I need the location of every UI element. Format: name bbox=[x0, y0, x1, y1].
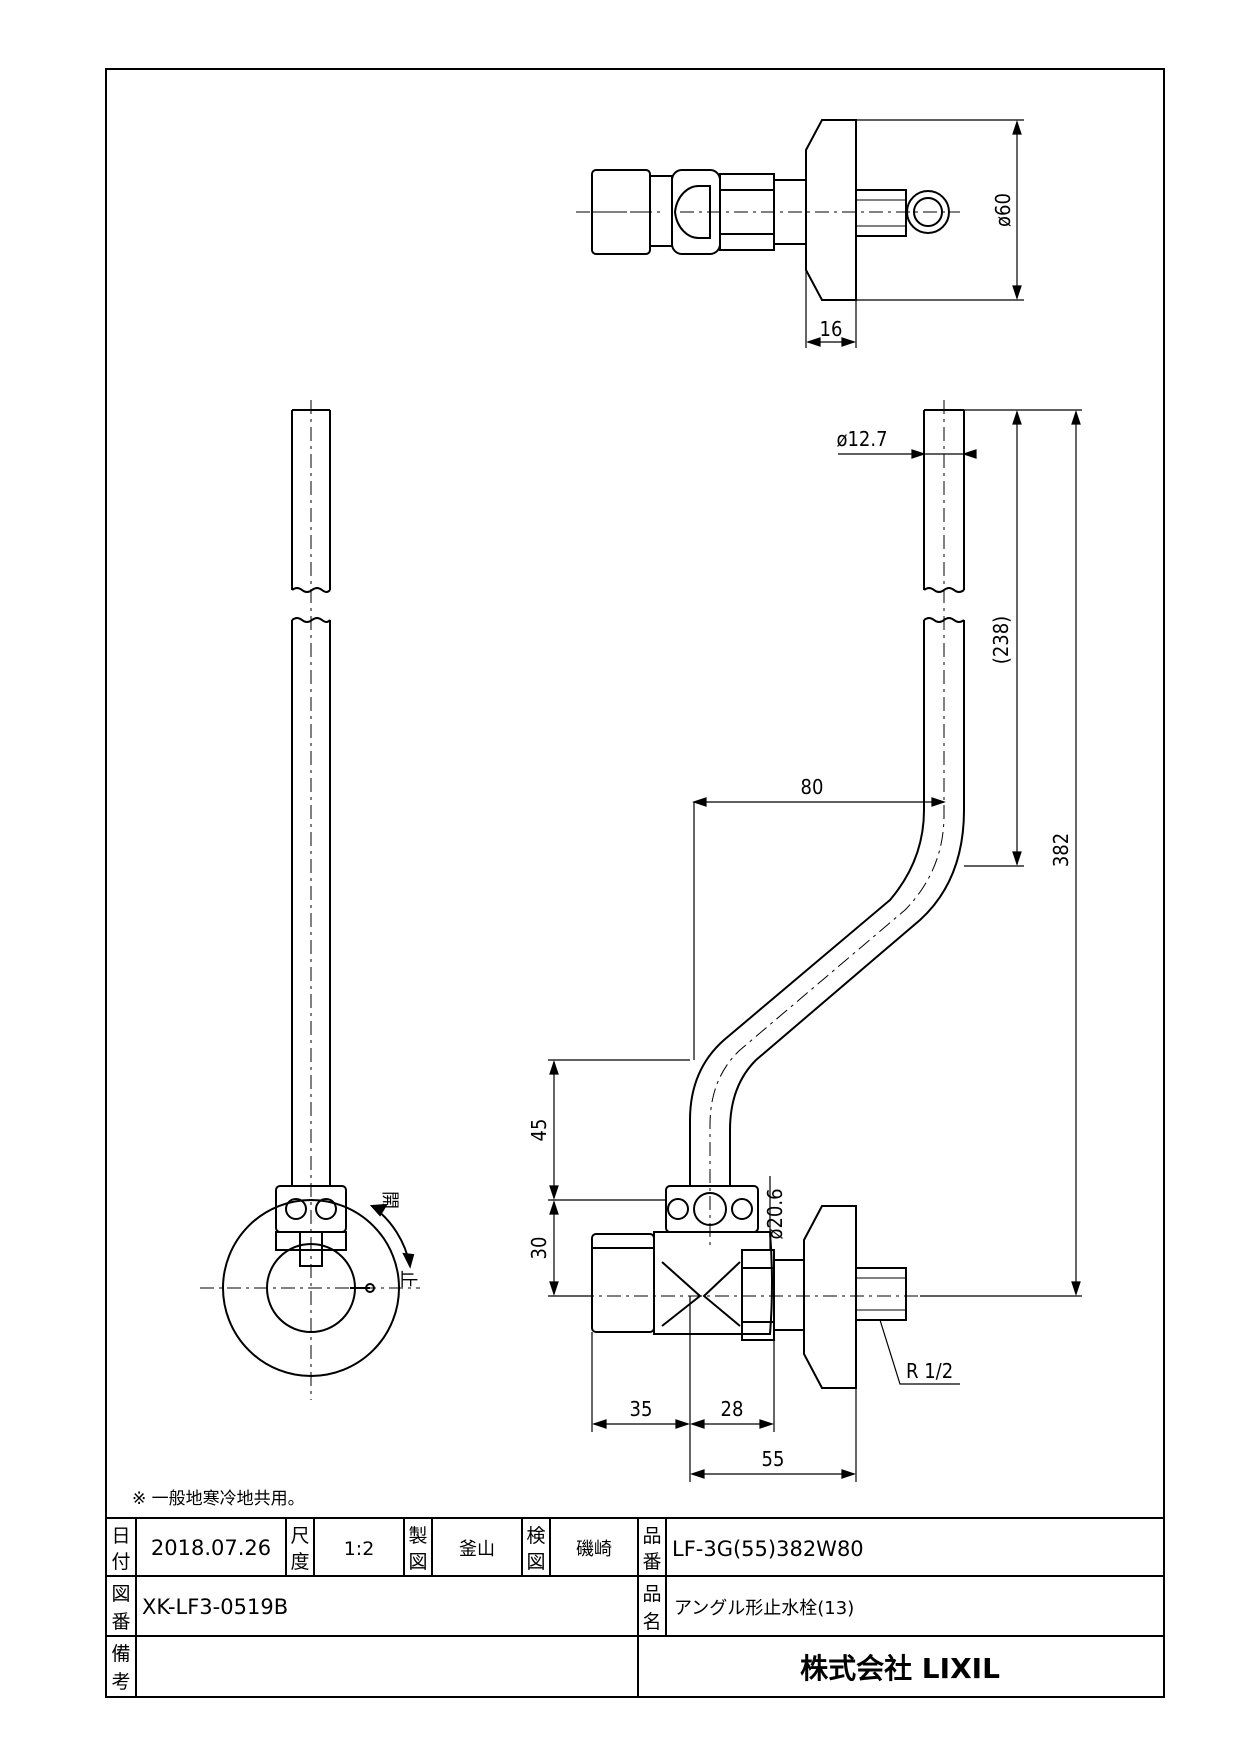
label-close: 止 bbox=[397, 1270, 418, 1288]
checked-by: 磯崎 bbox=[576, 1539, 612, 1560]
drawn-by: 釜山 bbox=[459, 1539, 495, 1560]
date-label-1: 日 bbox=[111, 1525, 130, 1547]
remarks-label-1: 備 bbox=[111, 1643, 130, 1665]
dim-center-to-wall: 55 bbox=[762, 1447, 785, 1471]
product-name-label-2: 名 bbox=[642, 1611, 661, 1633]
scale-value: 1:2 bbox=[344, 1538, 375, 1560]
dim-pipe-dia: ø12.7 bbox=[836, 427, 887, 451]
dim-nut-dia: ø20.6 bbox=[763, 1188, 787, 1239]
dim-thread: R 1/2 bbox=[906, 1359, 953, 1383]
drawn-label-2: 図 bbox=[408, 1551, 427, 1573]
checked-label-1: 検 bbox=[526, 1525, 545, 1547]
top-view bbox=[576, 119, 960, 301]
label-open: 開 bbox=[379, 1191, 400, 1209]
product-name-label-1: 品 bbox=[642, 1583, 661, 1605]
dim-body-length: 35 bbox=[630, 1397, 653, 1421]
product-name: アングル形止水栓(13) bbox=[674, 1598, 854, 1619]
date-value: 2018.07.26 bbox=[151, 1536, 271, 1560]
dim-rise: 45 bbox=[527, 1119, 551, 1142]
checked-label-2: 図 bbox=[526, 1551, 545, 1573]
drawing-no-label-1: 図 bbox=[111, 1583, 130, 1605]
scale-label-1: 尺 bbox=[290, 1525, 309, 1547]
dim-overall-height: 382 bbox=[1049, 833, 1073, 867]
drawing-no: XK-LF3-0519B bbox=[142, 1595, 288, 1619]
title-block-grid bbox=[106, 1517, 1164, 1697]
dim-offset-width: 80 bbox=[801, 775, 824, 799]
drawing-border bbox=[105, 68, 1165, 1698]
company-logo: 株式会社 LIXIL bbox=[800, 1652, 1000, 1685]
drawn-label-1: 製 bbox=[408, 1525, 427, 1547]
dim-pipe-upper: (238) bbox=[989, 616, 1013, 664]
dim-body-to-nut: 28 bbox=[721, 1397, 744, 1421]
dim-flange-dia: ø60 bbox=[991, 193, 1015, 227]
dim-flange-thickness: 16 bbox=[820, 317, 843, 341]
remarks-label-2: 考 bbox=[111, 1671, 130, 1693]
date-label-2: 付 bbox=[111, 1551, 130, 1573]
part-no-label-1: 品 bbox=[642, 1525, 661, 1547]
note: ※ 一般地寒冷地共用。 bbox=[132, 1489, 305, 1509]
part-no: LF-3G(55)382W80 bbox=[672, 1537, 864, 1561]
side-view bbox=[200, 400, 420, 1400]
front-view-dimensions bbox=[548, 409, 1082, 1482]
top-view-dimensions bbox=[805, 119, 1024, 348]
part-no-label-2: 番 bbox=[642, 1551, 661, 1573]
drawing-no-label-2: 番 bbox=[111, 1611, 130, 1633]
scale-label-2: 度 bbox=[290, 1551, 309, 1573]
dim-body-height: 30 bbox=[527, 1237, 551, 1260]
